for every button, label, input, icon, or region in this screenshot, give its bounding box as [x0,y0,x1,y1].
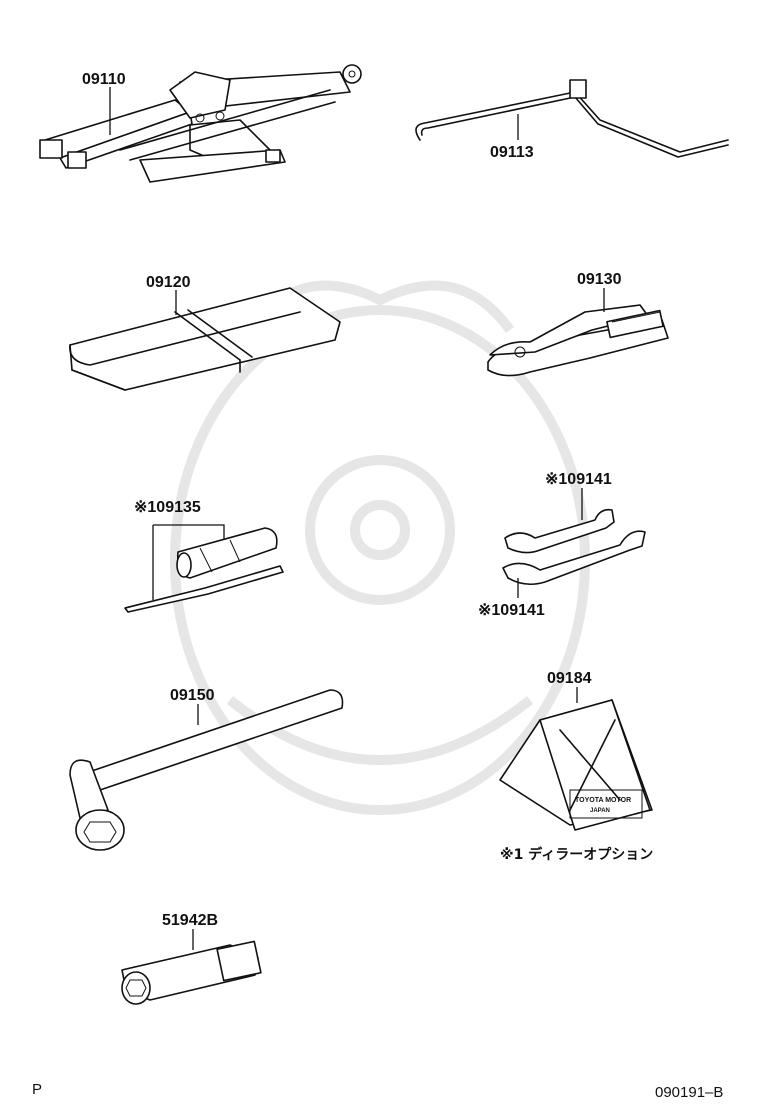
spark-plug-wrench-illustration [121,940,262,1005]
footnote-dealer-option: ※1 ディラーオプション [500,846,653,863]
screwdriver-illustration [124,527,284,613]
label-chock: 09184 [547,670,592,687]
pliers-illustration [487,304,669,377]
wrench-set-illustration [502,508,646,586]
label-pliers: 09130 [577,271,622,288]
label-screwdriver: ※109135 [134,499,201,516]
chock-plate-line1: TOYOTA MOTOR [575,797,631,804]
label-jack-handle: 09113 [490,144,534,161]
wheel-chock-illustration: TOYOTA MOTOR JAPAN [499,699,653,831]
chock-plate-line2: JAPAN [590,808,610,814]
diagram-code: 090191–B [655,1084,723,1101]
page-marker: P [32,1081,42,1098]
label-wrench-lower: ※109141 [478,602,545,619]
jack-handle-illustration [415,79,729,158]
wheel-nut-wrench-illustration [69,689,344,851]
label-jack: 09110 [82,71,126,88]
label-wrench-upper: ※109141 [545,471,612,488]
tool-bag-illustration [69,287,341,391]
label-tool-bag: 09120 [146,274,191,291]
scissor-jack-illustration [39,64,362,183]
label-wheel-nut-wrench: 09150 [170,687,215,704]
leader-screwdriver [152,524,225,600]
label-spark-plug-wrench: 51942B [162,912,218,929]
